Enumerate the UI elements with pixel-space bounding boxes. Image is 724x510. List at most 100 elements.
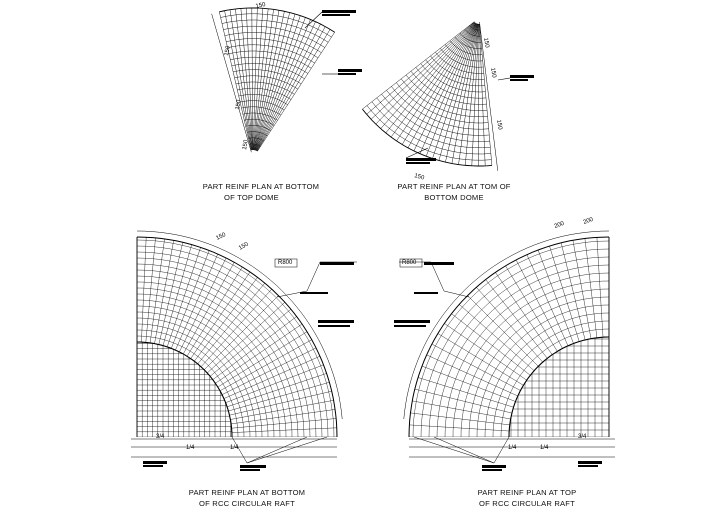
dimension-line (211, 13, 252, 153)
radial-bar (526, 254, 569, 346)
radial-bar (158, 242, 183, 345)
hoop-bar (233, 69, 302, 85)
radial-bar (231, 418, 337, 429)
hoop-bar (137, 299, 275, 437)
dim-label: 3/4 (156, 434, 165, 440)
radial-bar (444, 323, 527, 381)
hoop-bar (249, 143, 261, 147)
bar-mark-label (318, 320, 354, 323)
dim-label: 150 (495, 119, 503, 131)
radial-bar (459, 304, 535, 371)
bar-mark-label (240, 465, 266, 468)
hoop-bar (420, 248, 609, 437)
dimension-line (479, 21, 499, 171)
dim-label: 150 (413, 173, 425, 182)
radial-bar (255, 17, 306, 151)
radial-bar (407, 23, 477, 148)
hoop-bar (137, 251, 323, 437)
bar-mark-label (482, 469, 502, 471)
radial-bar (254, 10, 280, 151)
outline (219, 7, 335, 33)
radial-bar (251, 7, 254, 151)
radial-bar (412, 400, 511, 420)
hoop-bar (386, 90, 490, 136)
radial-bar (256, 29, 331, 152)
hoop-bar (230, 56, 309, 74)
hoop-bar (137, 245, 329, 437)
caption-line: OF RCC CIRCULAR RAFT (199, 499, 295, 508)
radius-tag (399, 258, 423, 268)
bottom-dome-top-reinf-plan (362, 21, 534, 171)
radial-bar (560, 242, 586, 340)
radial-bar (253, 8, 264, 151)
hoop-bar (412, 240, 609, 437)
radial-bar (149, 238, 165, 343)
radial-bar (402, 22, 477, 145)
radial-bar (212, 316, 297, 380)
radial-bar (464, 23, 479, 166)
radial-bar (476, 287, 543, 363)
bar-mark-label (322, 10, 356, 13)
hoop-bar (430, 55, 485, 80)
radial-bar (572, 240, 592, 339)
hoop-bar (400, 78, 488, 118)
hoop-bar (476, 304, 609, 437)
hoop-bar (248, 137, 265, 142)
dim-label: 3/4 (578, 434, 587, 440)
caption-line: BOTTOM DOME (424, 193, 484, 202)
radial-bar (380, 22, 476, 129)
hoop-bar (234, 75, 298, 90)
radial-bar (221, 347, 317, 395)
caption-line: OF TOP DOME (224, 193, 279, 202)
hoop-bar (220, 13, 332, 38)
bar-mark-label (240, 469, 260, 471)
radial-bar (413, 23, 477, 151)
radial-bar (478, 23, 480, 167)
inner-ring-outline (136, 341, 233, 438)
radial-bar (549, 246, 580, 342)
hoop-bar (444, 44, 483, 62)
radial-bar (451, 313, 531, 376)
bar-mark-label (338, 73, 356, 75)
radial-bar (254, 12, 290, 151)
radial-bar (596, 237, 604, 338)
radial-bar (215, 323, 303, 384)
radial-bar (419, 23, 477, 154)
hoop-bar (500, 328, 609, 437)
bar-mark-label (578, 461, 602, 464)
dim-label: 1/4 (540, 445, 549, 451)
radial-bar (414, 388, 512, 414)
bar-mark-label (322, 14, 350, 16)
raft-top-reinf-plan (394, 230, 615, 471)
radial-bar (219, 339, 312, 391)
radial-bar (409, 424, 510, 432)
radial-bar (179, 257, 227, 353)
dimension-arc (403, 230, 610, 420)
hoop-bar (137, 323, 251, 437)
radial-bar (257, 32, 335, 152)
radial-bar (145, 237, 156, 343)
radial-bar (253, 8, 269, 151)
dim-label: 150 (215, 232, 227, 242)
hoop-bar (242, 112, 278, 121)
dim-label: 1/4 (186, 445, 195, 451)
bar-mark-label (414, 292, 438, 294)
radial-bar (194, 277, 258, 362)
hoop-bar (137, 269, 305, 437)
radial-bar (167, 247, 201, 347)
hoop-bar (415, 67, 487, 99)
hoop-bar (238, 94, 288, 105)
leader-line (413, 436, 510, 464)
hoop-bar (460, 288, 609, 437)
hoop-bar (468, 296, 609, 437)
radial-bar (385, 22, 476, 134)
radial-bar (253, 9, 274, 151)
hoop-bar (241, 106, 282, 116)
radial-bar (229, 9, 253, 151)
dim-label: 150 (235, 99, 243, 111)
outer-outline (136, 236, 338, 438)
hoop-bar (137, 281, 293, 437)
dim-label: 1/4 (508, 445, 517, 451)
hoop-bar (464, 29, 481, 37)
hoop-bar (469, 25, 480, 31)
